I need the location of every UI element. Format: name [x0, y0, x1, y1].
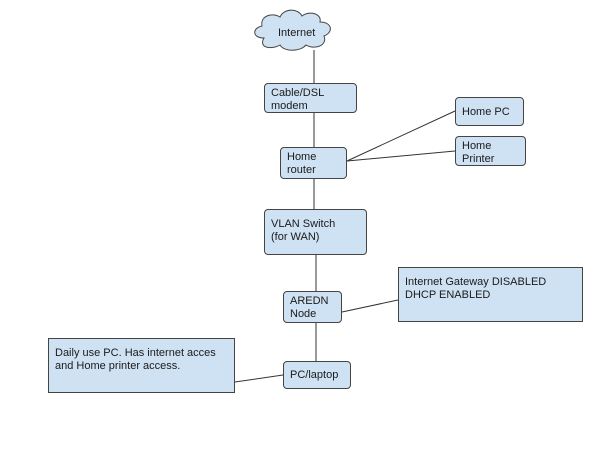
line-router-printer [346, 150, 456, 162]
home-pc-node: Home PC [455, 97, 524, 126]
line-pcnote-pc [234, 374, 284, 383]
vlan-switch-node: VLAN Switch (for WAN) [264, 209, 367, 255]
printer-label-line2: Printer [462, 153, 495, 165]
pc-usage-note: Daily use PC. Has internet acces and Hom… [48, 338, 235, 393]
pc-laptop-node: PC/laptop [283, 361, 351, 389]
line-router-homepc [346, 110, 456, 162]
aredn-label-line2: Node [290, 308, 317, 320]
line-aredn-note [341, 299, 399, 313]
home-router-node: Home router [280, 147, 347, 179]
modem-label-line1: Cable/DSL [271, 87, 325, 99]
aredn-label-line1: AREDN [290, 295, 329, 307]
modem-label-line2: modem [271, 100, 308, 112]
home-printer-node: Home Printer [455, 136, 526, 166]
pc-laptop-label: PC/laptop [290, 369, 339, 381]
vlan-label-line1: VLAN Switch [271, 218, 336, 230]
internet-label: Internet [278, 27, 316, 39]
aredn-note-line2: DHCP ENABLED [405, 289, 491, 301]
pc-note-line1: Daily use PC. Has internet acces [55, 347, 216, 359]
pc-note-line2: and Home printer access. [55, 360, 181, 372]
home-pc-label: Home PC [462, 106, 510, 118]
router-label-line1: Home [287, 151, 317, 163]
router-label-line2: router [287, 164, 316, 176]
vlan-label-line2: (for WAN) [271, 231, 320, 243]
aredn-config-note: Internet Gateway DISABLED DHCP ENABLED [398, 267, 583, 322]
printer-label-line1: Home [462, 140, 492, 152]
aredn-node: AREDN Node [283, 291, 342, 323]
cable-dsl-modem-node: Cable/DSL modem [264, 83, 357, 113]
aredn-note-line1: Internet Gateway DISABLED [405, 276, 547, 288]
internet-cloud-icon [254, 9, 331, 51]
